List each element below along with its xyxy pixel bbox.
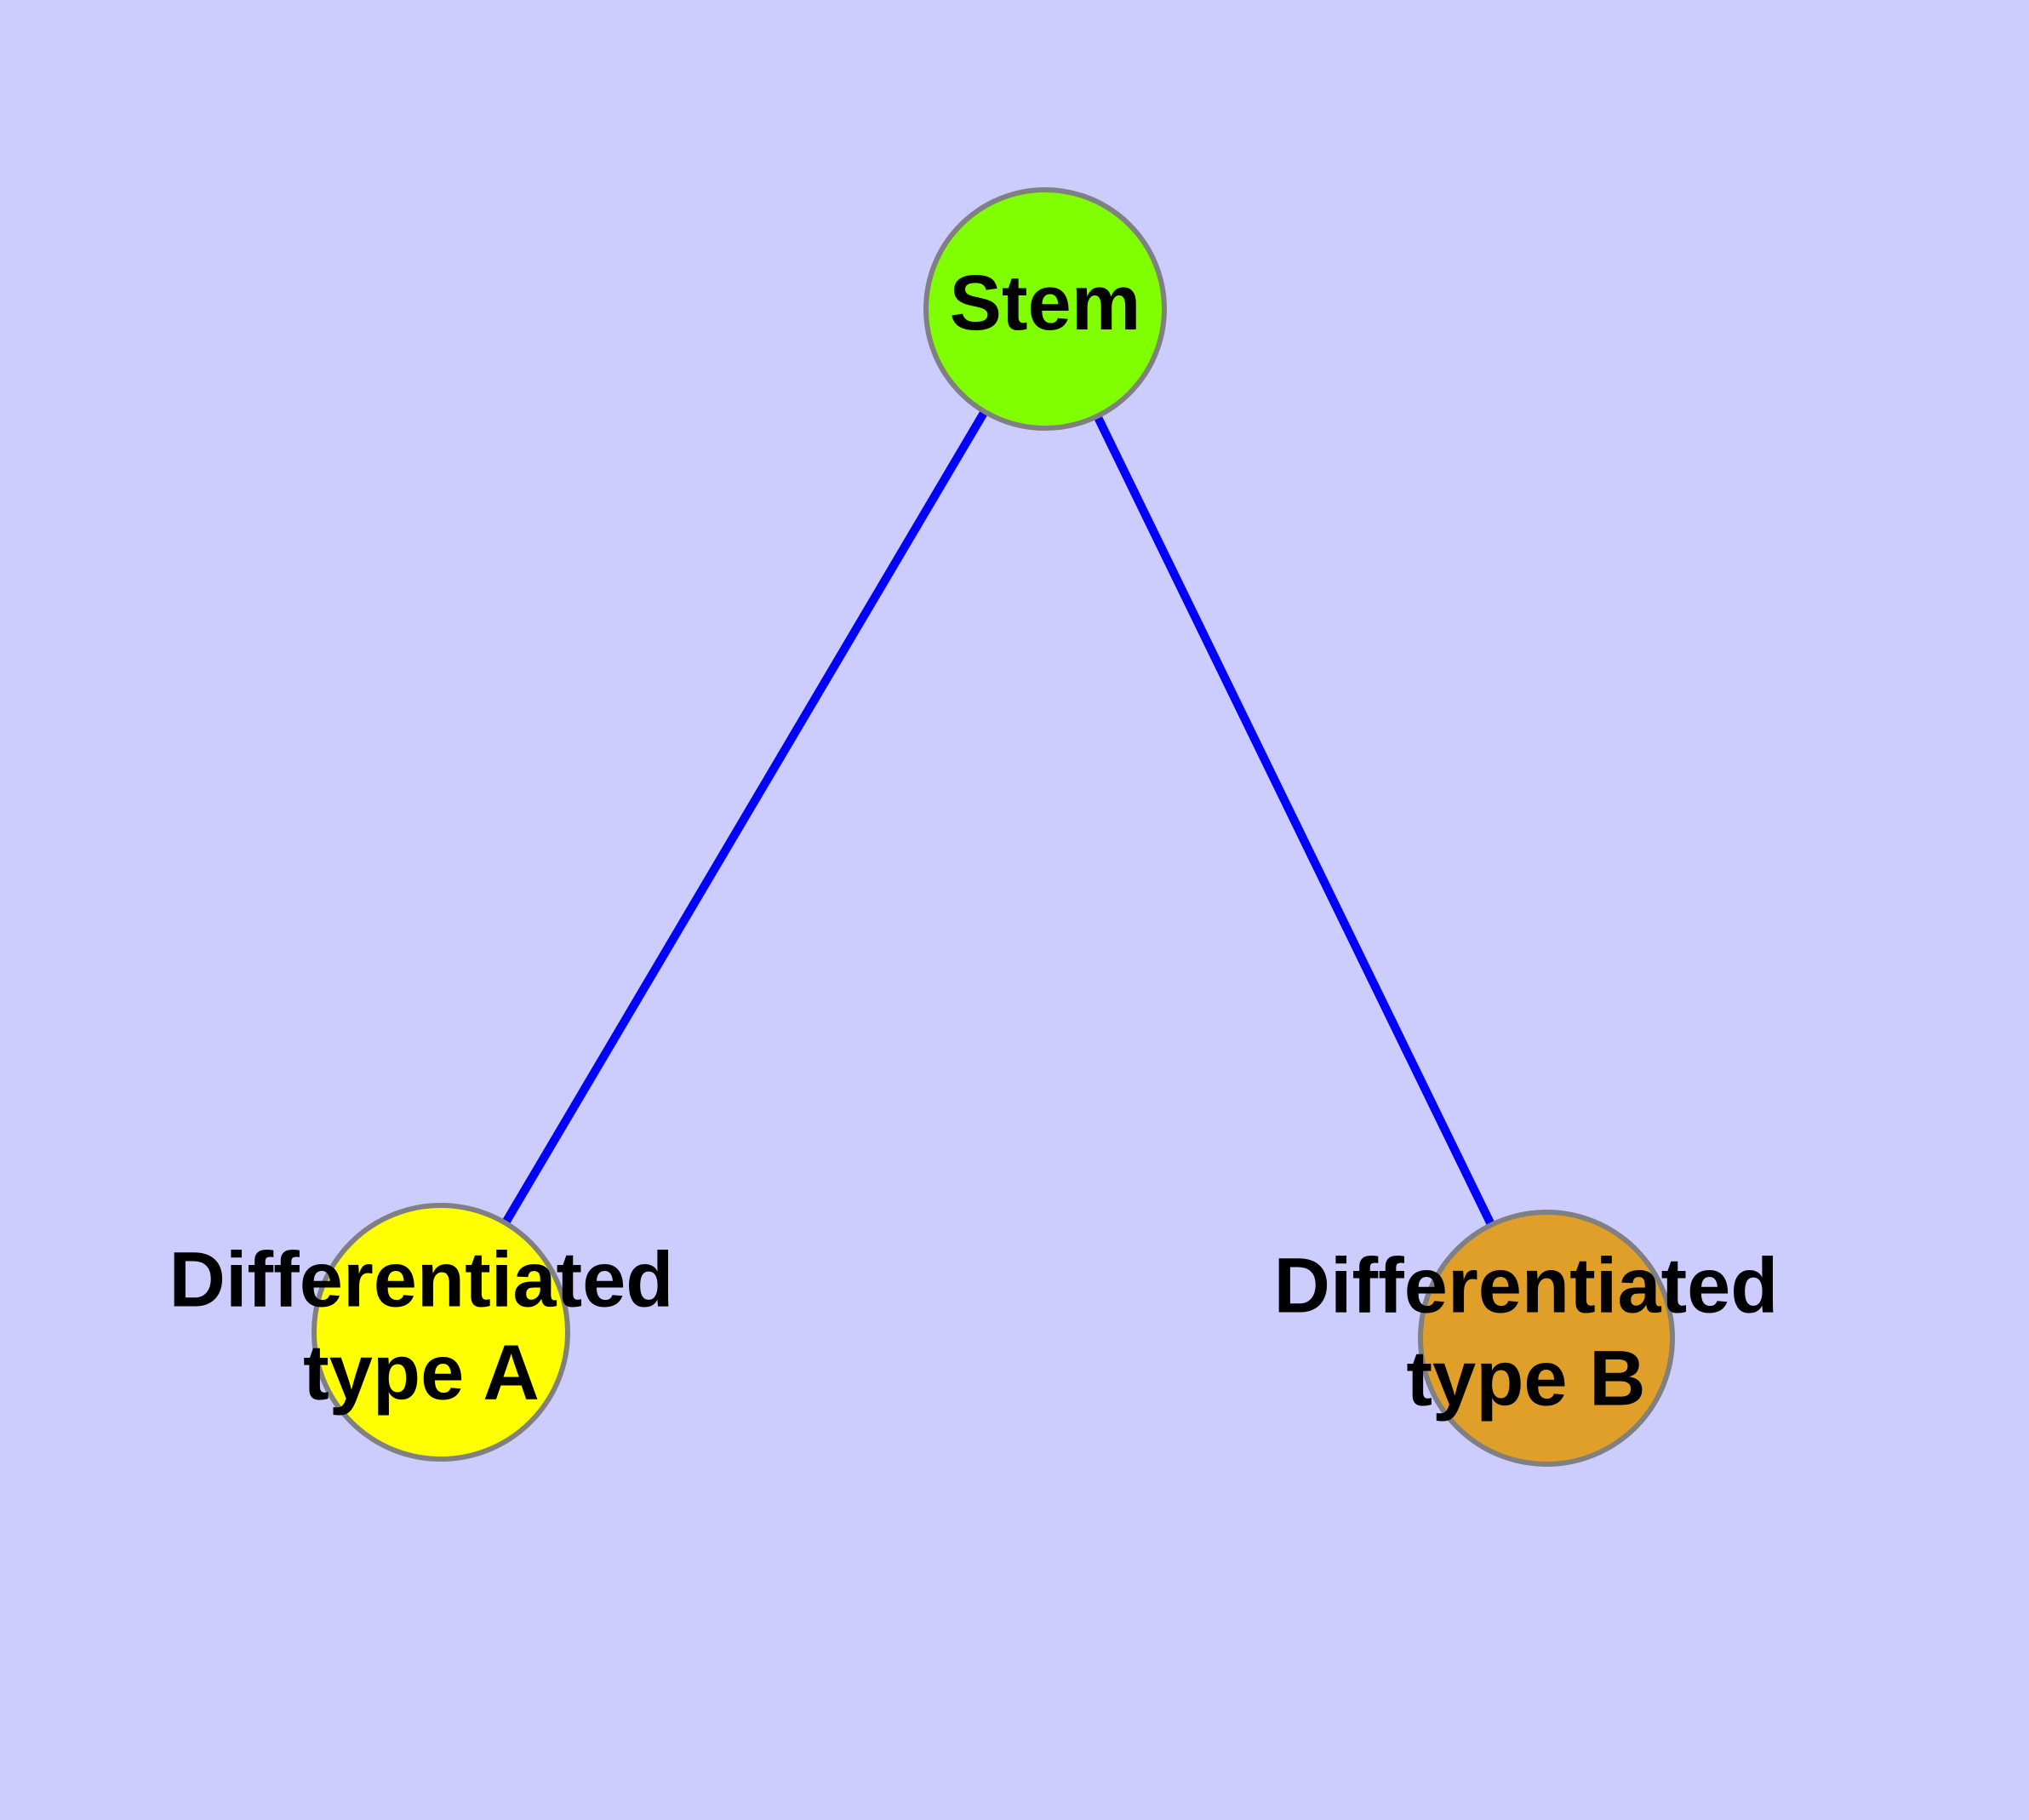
node-differentiated-type-b[interactable] bbox=[1418, 1210, 1675, 1467]
node-label-line: Differentiated bbox=[169, 1237, 674, 1324]
node-stem-circle[interactable] bbox=[923, 187, 1167, 431]
edge-stem-to-differentiated-type-b[interactable] bbox=[1092, 412, 1496, 1228]
node-label-line: type A bbox=[303, 1330, 540, 1417]
node-stem-label: Stem bbox=[950, 260, 1141, 346]
node-differentiated-type-b-circle[interactable] bbox=[1418, 1210, 1675, 1467]
node-label-line: Stem bbox=[950, 260, 1141, 346]
node-layer bbox=[311, 187, 1675, 1467]
node-differentiated-type-a-circle[interactable] bbox=[311, 1203, 570, 1462]
node-label-line: type B bbox=[1406, 1336, 1645, 1422]
node-stem[interactable] bbox=[923, 187, 1167, 431]
node-differentiated-type-a[interactable] bbox=[311, 1203, 570, 1462]
edge-stem-to-differentiated-type-a[interactable] bbox=[500, 408, 990, 1227]
edge-layer bbox=[500, 408, 1496, 1228]
node-label-line: Differentiated bbox=[1274, 1243, 1779, 1330]
